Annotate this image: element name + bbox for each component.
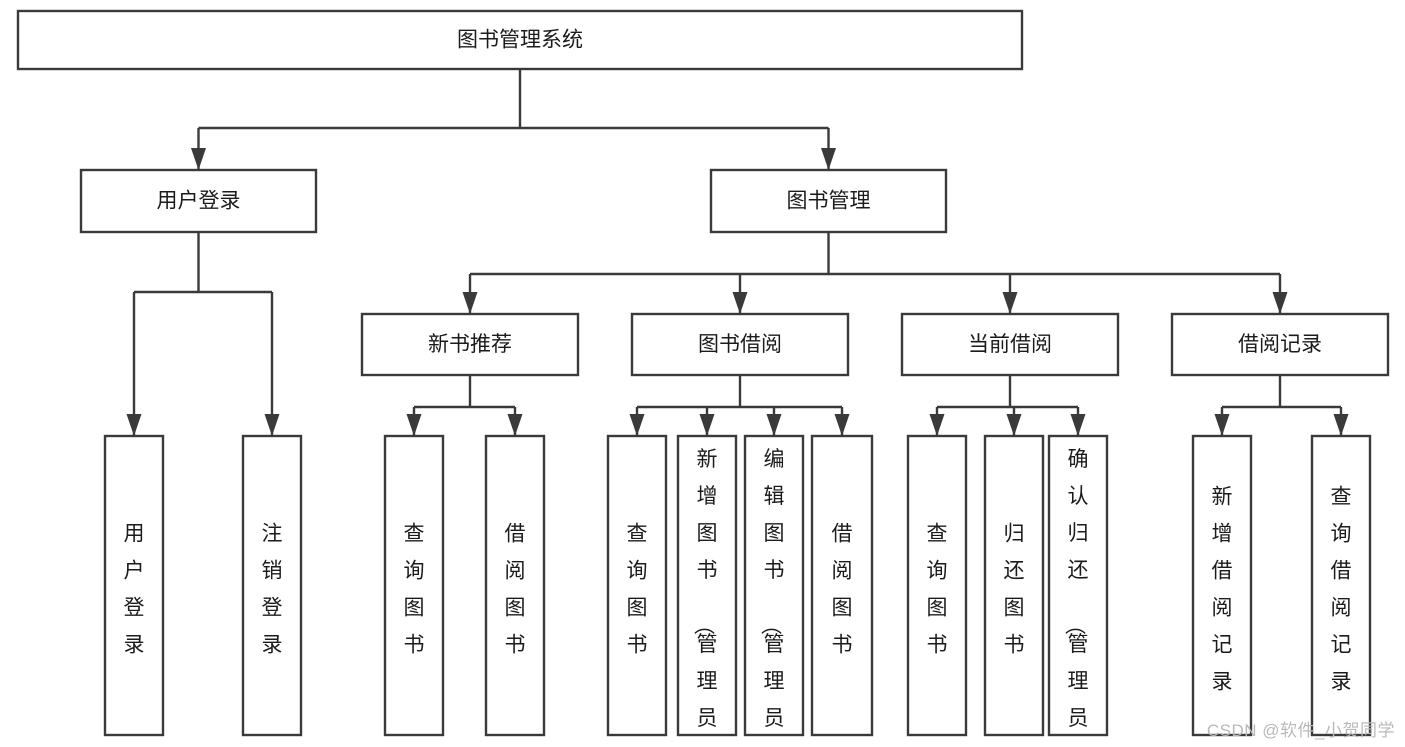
node-box-leaf-edit-book[interactable]	[743, 434, 805, 737]
node-box-book-borrow[interactable]	[630, 312, 850, 377]
node-label-leaf-query-record: 查询借阅记录	[1331, 485, 1352, 693]
node-current-borrow[interactable]: 当前借阅	[900, 312, 1120, 377]
node-label-new-book-rec: 新书推荐	[428, 333, 512, 356]
node-leaf-add-record[interactable]: 新增借阅记录	[1191, 434, 1253, 737]
node-box-leaf-borrow-book[interactable]	[810, 434, 874, 737]
node-leaf-query-book[interactable]: 查询图书	[606, 434, 668, 737]
node-label-root: 图书管理系统	[457, 29, 583, 52]
node-label-book-borrow: 图书借阅	[698, 333, 782, 356]
node-label-leaf-add-book: 新增图书（管理员）	[692, 448, 718, 747]
node-label-leaf-query-book: 查询图书	[627, 522, 648, 656]
node-leaf-borrow-book[interactable]: 借阅图书	[810, 434, 874, 737]
node-label-borrow-record: 借阅记录	[1238, 333, 1322, 356]
node-box-leaf-add-book[interactable]	[676, 434, 738, 737]
node-book-borrow[interactable]: 图书借阅	[630, 312, 850, 377]
node-box-leaf-query-record[interactable]	[1310, 434, 1372, 737]
node-label-leaf-return-book: 归还图书	[1004, 522, 1025, 656]
node-layer: 图书管理系统用户登录图书管理新书推荐图书借阅当前借阅借阅记录用户登录注销登录查询…	[16, 9, 1390, 747]
node-leaf-user-login[interactable]: 用户登录	[103, 434, 165, 737]
node-user-login[interactable]: 用户登录	[79, 168, 318, 234]
node-label-leaf-query-book-cur: 查询图书	[927, 522, 948, 656]
node-box-user-login[interactable]	[79, 168, 318, 234]
node-box-leaf-user-login[interactable]	[103, 434, 165, 737]
node-box-borrow-record[interactable]	[1170, 312, 1390, 377]
node-label-leaf-confirm-return: 确认归还（管理员）	[1063, 448, 1089, 747]
node-box-leaf-return-book[interactable]	[983, 434, 1045, 737]
node-leaf-edit-book[interactable]: 编辑图书（管理员）	[743, 434, 805, 747]
connector-layer	[126, 69, 1349, 436]
node-box-book-manage[interactable]	[709, 168, 948, 234]
node-borrow-record[interactable]: 借阅记录	[1170, 312, 1390, 377]
node-box-leaf-borrow-book-rec[interactable]	[484, 434, 546, 737]
node-box-root[interactable]	[16, 9, 1024, 71]
node-label-user-login: 用户登录	[157, 190, 241, 213]
node-label-leaf-query-book-rec: 查询图书	[404, 522, 425, 656]
node-leaf-borrow-book-rec[interactable]: 借阅图书	[484, 434, 546, 737]
node-box-leaf-add-record[interactable]	[1191, 434, 1253, 737]
node-label-current-borrow: 当前借阅	[968, 333, 1052, 356]
node-new-book-rec[interactable]: 新书推荐	[360, 312, 580, 377]
node-label-leaf-borrow-book-rec: 借阅图书	[505, 522, 526, 656]
node-box-leaf-confirm-return[interactable]	[1047, 434, 1109, 737]
node-leaf-add-book[interactable]: 新增图书（管理员）	[676, 434, 738, 747]
node-box-leaf-query-book[interactable]	[606, 434, 668, 737]
node-leaf-user-logout[interactable]: 注销登录	[241, 434, 303, 737]
node-leaf-query-book-cur[interactable]: 查询图书	[906, 434, 968, 737]
node-label-leaf-edit-book: 编辑图书（管理员）	[759, 448, 785, 747]
node-box-leaf-user-logout[interactable]	[241, 434, 303, 737]
node-label-leaf-borrow-book: 借阅图书	[832, 522, 853, 656]
node-label-book-manage: 图书管理	[787, 190, 871, 213]
node-leaf-query-book-rec[interactable]: 查询图书	[383, 434, 445, 737]
node-box-current-borrow[interactable]	[900, 312, 1120, 377]
node-book-manage[interactable]: 图书管理	[709, 168, 948, 234]
node-root[interactable]: 图书管理系统	[16, 9, 1024, 71]
watermark-label: CSDN @软件_小贺同学	[1206, 721, 1395, 740]
node-label-leaf-add-record: 新增借阅记录	[1212, 485, 1233, 693]
node-label-leaf-user-logout: 注销登录	[262, 522, 283, 656]
node-leaf-return-book[interactable]: 归还图书	[983, 434, 1045, 737]
node-box-leaf-query-book-cur[interactable]	[906, 434, 968, 737]
node-box-new-book-rec[interactable]	[360, 312, 580, 377]
node-leaf-confirm-return[interactable]: 确认归还（管理员）	[1047, 434, 1109, 747]
node-leaf-query-record[interactable]: 查询借阅记录	[1310, 434, 1372, 737]
node-box-leaf-query-book-rec[interactable]	[383, 434, 445, 737]
node-label-leaf-user-login: 用户登录	[124, 522, 145, 656]
